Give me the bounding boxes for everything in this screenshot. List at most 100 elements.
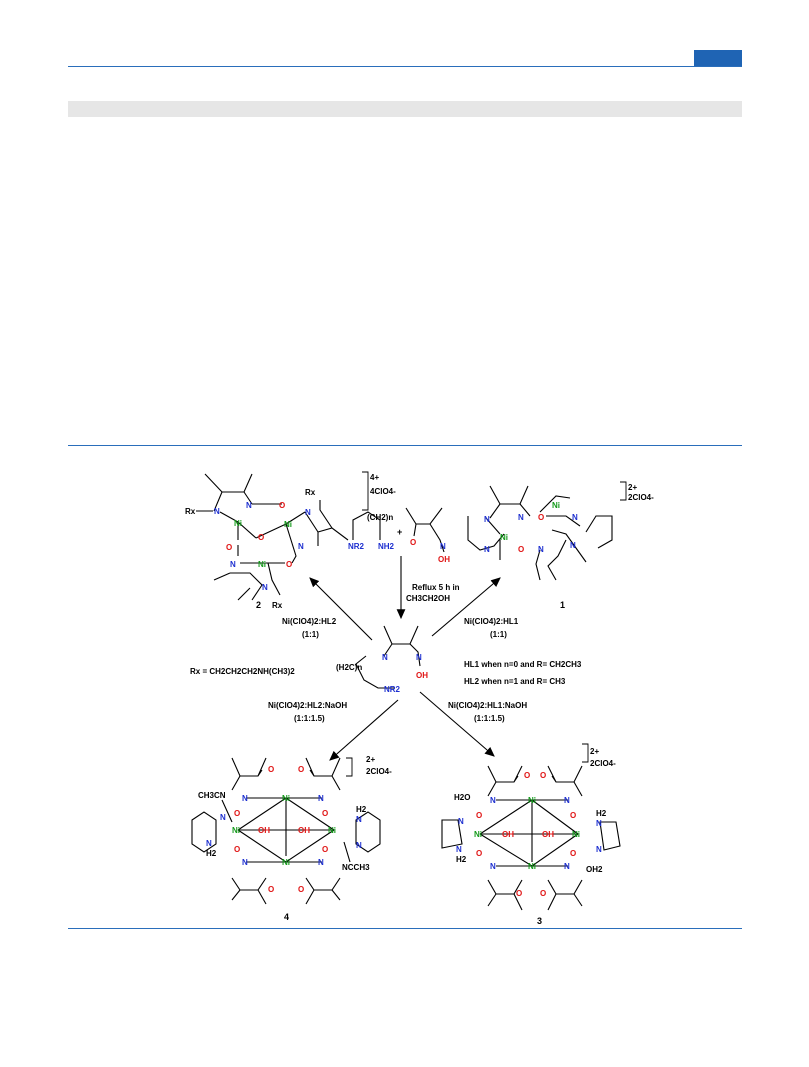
- c2-n6: N: [262, 583, 268, 592]
- c2-n2: N: [246, 501, 252, 510]
- c1-n5: N: [538, 545, 544, 554]
- c3-o-r1: O: [570, 811, 576, 820]
- cond-to-2-2: (1:1): [302, 630, 319, 639]
- cond-to-1-2: (1:1): [490, 630, 507, 639]
- scheme-bottom-rule: [68, 928, 742, 929]
- dione-o: O: [410, 538, 416, 547]
- c4-ni-bot: Ni: [282, 858, 290, 867]
- reflux-text-2: CH3CH2OH: [406, 594, 450, 603]
- c4-charge: 2+: [366, 755, 375, 764]
- c3-n-r1: N: [596, 819, 602, 828]
- c3-n-r2: N: [596, 845, 602, 854]
- c4-solvent-1: CH3CN: [198, 791, 226, 800]
- c3-anions: 2ClO4-: [590, 759, 616, 768]
- c4-o-l1: O: [234, 809, 240, 818]
- ligand-ch2n: (H2C)n: [336, 663, 362, 672]
- c1-o1: O: [538, 513, 544, 522]
- c3-n-l1: N: [458, 817, 464, 826]
- complex-4-structure: O O N Ni N CH3CN O O N Ni OH OH Ni H2 N …: [191, 755, 392, 922]
- arrow-to-3: [419, 691, 495, 757]
- c4-o-top2: O: [298, 765, 304, 774]
- header-corner-block: [694, 50, 742, 66]
- complex-4-label: 4: [284, 912, 289, 922]
- cond-to-3-1: Ni(ClO4)2:HL1:NaOH: [448, 701, 527, 710]
- reaction-arrows: [309, 556, 501, 761]
- c3-o-l2: O: [476, 849, 482, 858]
- c3-n-top2: N: [564, 796, 570, 805]
- c3-charge: 2+: [590, 747, 599, 756]
- cond-to-4-2: (1:1:1.5): [294, 714, 325, 723]
- c4-n-r1: N: [356, 815, 362, 824]
- c3-o-l1: O: [476, 811, 482, 820]
- c4-n-bot1: N: [242, 858, 248, 867]
- c4-n-top2: N: [318, 794, 324, 803]
- c4-h2-right: H2: [356, 805, 367, 814]
- complex-1-label: 1: [560, 600, 565, 610]
- c3-n-top1: N: [490, 796, 496, 805]
- ligand-oh: OH: [416, 671, 428, 680]
- c2-o2: O: [226, 543, 232, 552]
- c1-n6: N: [570, 541, 576, 550]
- c3-o-bot2: O: [540, 889, 546, 898]
- c4-o-bot1: O: [268, 885, 274, 894]
- complex-1-structure: N N O Ni N Ni N O N N 1 2+ 2ClO4-: [467, 481, 654, 610]
- c4-oh-right: OH: [298, 826, 310, 835]
- c1-ni2: Ni: [500, 533, 508, 542]
- c4-o-bot2: O: [298, 885, 304, 894]
- c4-n-top1: N: [242, 794, 248, 803]
- c2-rx-left: Rx: [185, 507, 196, 516]
- c4-oh-left: OH: [258, 826, 270, 835]
- conditions: Ni(ClO4)2:HL2 (1:1) Ni(ClO4)2:HL1 (1:1) …: [190, 617, 582, 723]
- complex-3-structure: O O H2O N Ni N O O N H2 N Ni OH OH Ni N …: [441, 743, 621, 926]
- c1-n2: N: [518, 513, 524, 522]
- c3-ni-bot: Ni: [528, 862, 536, 871]
- c2-charge: 4+: [370, 473, 379, 482]
- c4-n-r2: N: [356, 841, 362, 850]
- arrow-to-4: [329, 699, 399, 761]
- c2-ni2: Ni: [284, 520, 292, 529]
- c3-o-bot1: O: [516, 889, 522, 898]
- complex-2-structure: Rx N N O Rx N Ni O Ni N O O Ni N N Rx 2 …: [185, 471, 396, 610]
- dione-oh: OH: [438, 555, 450, 564]
- c1-n4: N: [484, 545, 490, 554]
- def-hl2: HL2 when n=1 and R= CH3: [464, 677, 566, 686]
- c3-n-bot2: N: [564, 862, 570, 871]
- ligand-n1: N: [382, 653, 388, 662]
- amine-ch2n: (CH2)n: [367, 513, 393, 522]
- c3-o-r2: O: [570, 849, 576, 858]
- title-band: [68, 101, 742, 117]
- c3-oh-left: OH: [502, 830, 514, 839]
- c3-oh-right: OH: [542, 830, 554, 839]
- c4-n-bot2: N: [318, 858, 324, 867]
- plus-sign: +: [397, 527, 402, 537]
- c2-o-center: O: [258, 533, 264, 542]
- c4-n-l1: N: [220, 813, 226, 822]
- c3-ni-left: Ni: [474, 830, 482, 839]
- c1-o2: O: [518, 545, 524, 554]
- c3-h2o: H2O: [454, 793, 470, 802]
- c2-n5: N: [230, 560, 236, 569]
- c3-o-top1: O: [524, 771, 530, 780]
- c4-o-r2: O: [322, 845, 328, 854]
- arrow-to-1: [431, 577, 501, 637]
- c2-n3: N: [305, 508, 311, 517]
- c2-n4: N: [298, 542, 304, 551]
- arrow-to-2: [309, 577, 373, 641]
- c2-rx-bottom: Rx: [272, 601, 283, 610]
- c3-n-bot1: N: [490, 862, 496, 871]
- complex-3-label: 3: [537, 916, 542, 926]
- complex-2-label: 2: [256, 600, 261, 610]
- c1-anions: 2ClO4-: [628, 493, 654, 502]
- def-rx: Rx = CH2CH2CH2NH(CH3)2: [190, 667, 295, 676]
- reflux-text-1: Reflux 5 h in: [412, 583, 460, 592]
- c2-o1: O: [279, 501, 285, 510]
- c3-ni-right: Ni: [572, 830, 580, 839]
- cond-to-3-2: (1:1:1.5): [474, 714, 505, 723]
- c4-o-r1: O: [322, 809, 328, 818]
- c1-n3: N: [572, 513, 578, 522]
- c4-ni-top: Ni: [282, 794, 290, 803]
- c2-n1: N: [214, 507, 220, 516]
- dione-n: N: [440, 542, 446, 551]
- c4-o-l2: O: [234, 845, 240, 854]
